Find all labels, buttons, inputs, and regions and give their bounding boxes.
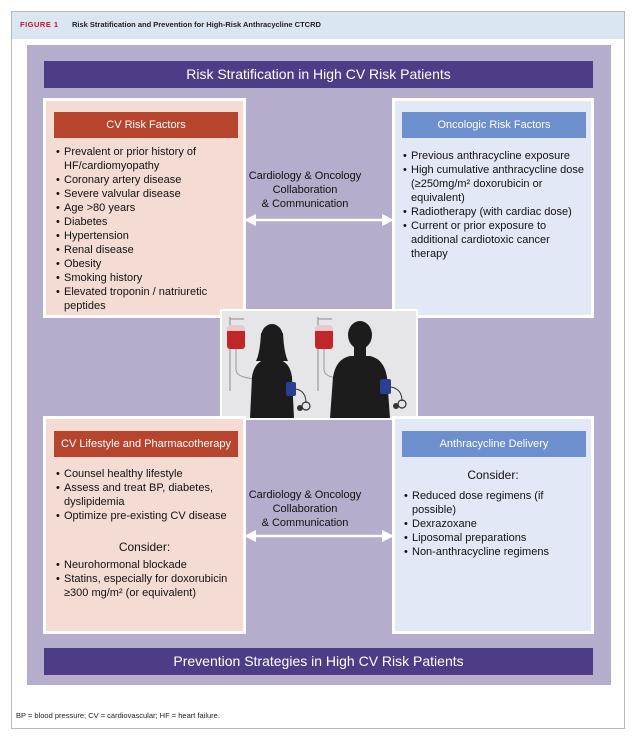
list-item: Prevalent or prior history of HF/cardiom… [56, 145, 241, 173]
bp-cuff-icon [380, 379, 407, 409]
list-item: Smoking history [56, 271, 241, 285]
list-item: Severe valvular disease [56, 187, 241, 201]
list-item: Previous anthracycline exposure [403, 149, 589, 163]
figure-header: FIGURE 1 Risk Stratification and Prevent… [12, 12, 624, 39]
anthracycline-delivery-consider: Consider: [467, 468, 519, 482]
cv-lifestyle-title: CV Lifestyle and Pharmacotherapy [54, 431, 238, 457]
anthracycline-delivery-box: Anthracycline Delivery Consider: Reduced… [392, 416, 594, 634]
figure-label: FIGURE 1 [20, 20, 59, 29]
iv-bag-icon [315, 317, 347, 391]
cv-lifestyle-box: CV Lifestyle and Pharmacotherapy Counsel… [43, 416, 246, 634]
list-item: Liposomal preparations [404, 531, 589, 545]
oncologic-risk-factors-title: Oncologic Risk Factors [402, 112, 586, 138]
patients-svg [227, 317, 407, 418]
list-item: Current or prior exposure to additional … [403, 219, 589, 261]
list-item: Age >80 years [56, 201, 241, 215]
list-item: Counsel healthy lifestyle [56, 467, 241, 481]
figure-title: Risk Stratification and Prevention for H… [72, 20, 321, 29]
double-arrow-icon [244, 214, 394, 226]
list-item: Elevated troponin / natriuretic peptides [56, 285, 241, 313]
list-item: Hypertension [56, 229, 241, 243]
iv-bag-icon [227, 317, 263, 391]
list-item: Radiotherapy (with cardiac dose) [403, 205, 589, 219]
list-item: Diabetes [56, 215, 241, 229]
female-silhouette-icon [250, 324, 294, 418]
double-arrow-icon [244, 530, 394, 542]
male-silhouette-icon [330, 321, 390, 418]
list-item: Statins, especially for doxorubicin ≥300… [56, 572, 241, 600]
bp-cuff-icon [286, 382, 311, 411]
cv-risk-factors-list: Prevalent or prior history of HF/cardiom… [56, 145, 241, 313]
cv-lifestyle-consider-list: Neurohormonal blockade Statins, especial… [56, 558, 241, 600]
collaboration-label-bottom: Cardiology & Oncology Collaboration & Co… [248, 489, 362, 529]
list-item: Reduced dose regimens (if possible) [404, 489, 589, 517]
list-item: Non-anthracycline regimens [404, 545, 589, 559]
banner-prevention-strategies: Prevention Strategies in High CV Risk Pa… [44, 648, 593, 675]
cv-lifestyle-list: Counsel healthy lifestyle Assess and tre… [56, 467, 241, 523]
list-item: Coronary artery disease [56, 173, 241, 187]
anthracycline-delivery-list: Reduced dose regimens (if possible) Dexr… [404, 489, 589, 559]
collaboration-label-top: Cardiology & Oncology Collaboration & Co… [248, 170, 362, 210]
list-item: Assess and treat BP, diabetes, dyslipide… [56, 481, 241, 509]
list-item: Obesity [56, 257, 241, 271]
list-item: Neurohormonal blockade [56, 558, 241, 572]
cv-risk-factors-title: CV Risk Factors [54, 112, 238, 138]
anthracycline-delivery-title: Anthracycline Delivery [402, 431, 586, 457]
cv-risk-factors-box: CV Risk Factors Prevalent or prior histo… [43, 98, 246, 318]
banner-risk-stratification: Risk Stratification in High CV Risk Pati… [44, 61, 593, 88]
list-item: Renal disease [56, 243, 241, 257]
list-item: Optimize pre-existing CV disease [56, 509, 241, 523]
patients-illustration [220, 309, 418, 420]
oncologic-risk-factors-box: Oncologic Risk Factors Previous anthracy… [392, 98, 594, 318]
list-item: Dexrazoxane [404, 517, 589, 531]
footnote: BP = blood pressure; CV = cardiovascular… [16, 711, 220, 720]
oncologic-risk-factors-list: Previous anthracycline exposure High cum… [403, 149, 589, 261]
cv-lifestyle-consider: Consider: [118, 540, 171, 554]
list-item: High cumulative anthracycline dose (≥250… [403, 163, 589, 205]
